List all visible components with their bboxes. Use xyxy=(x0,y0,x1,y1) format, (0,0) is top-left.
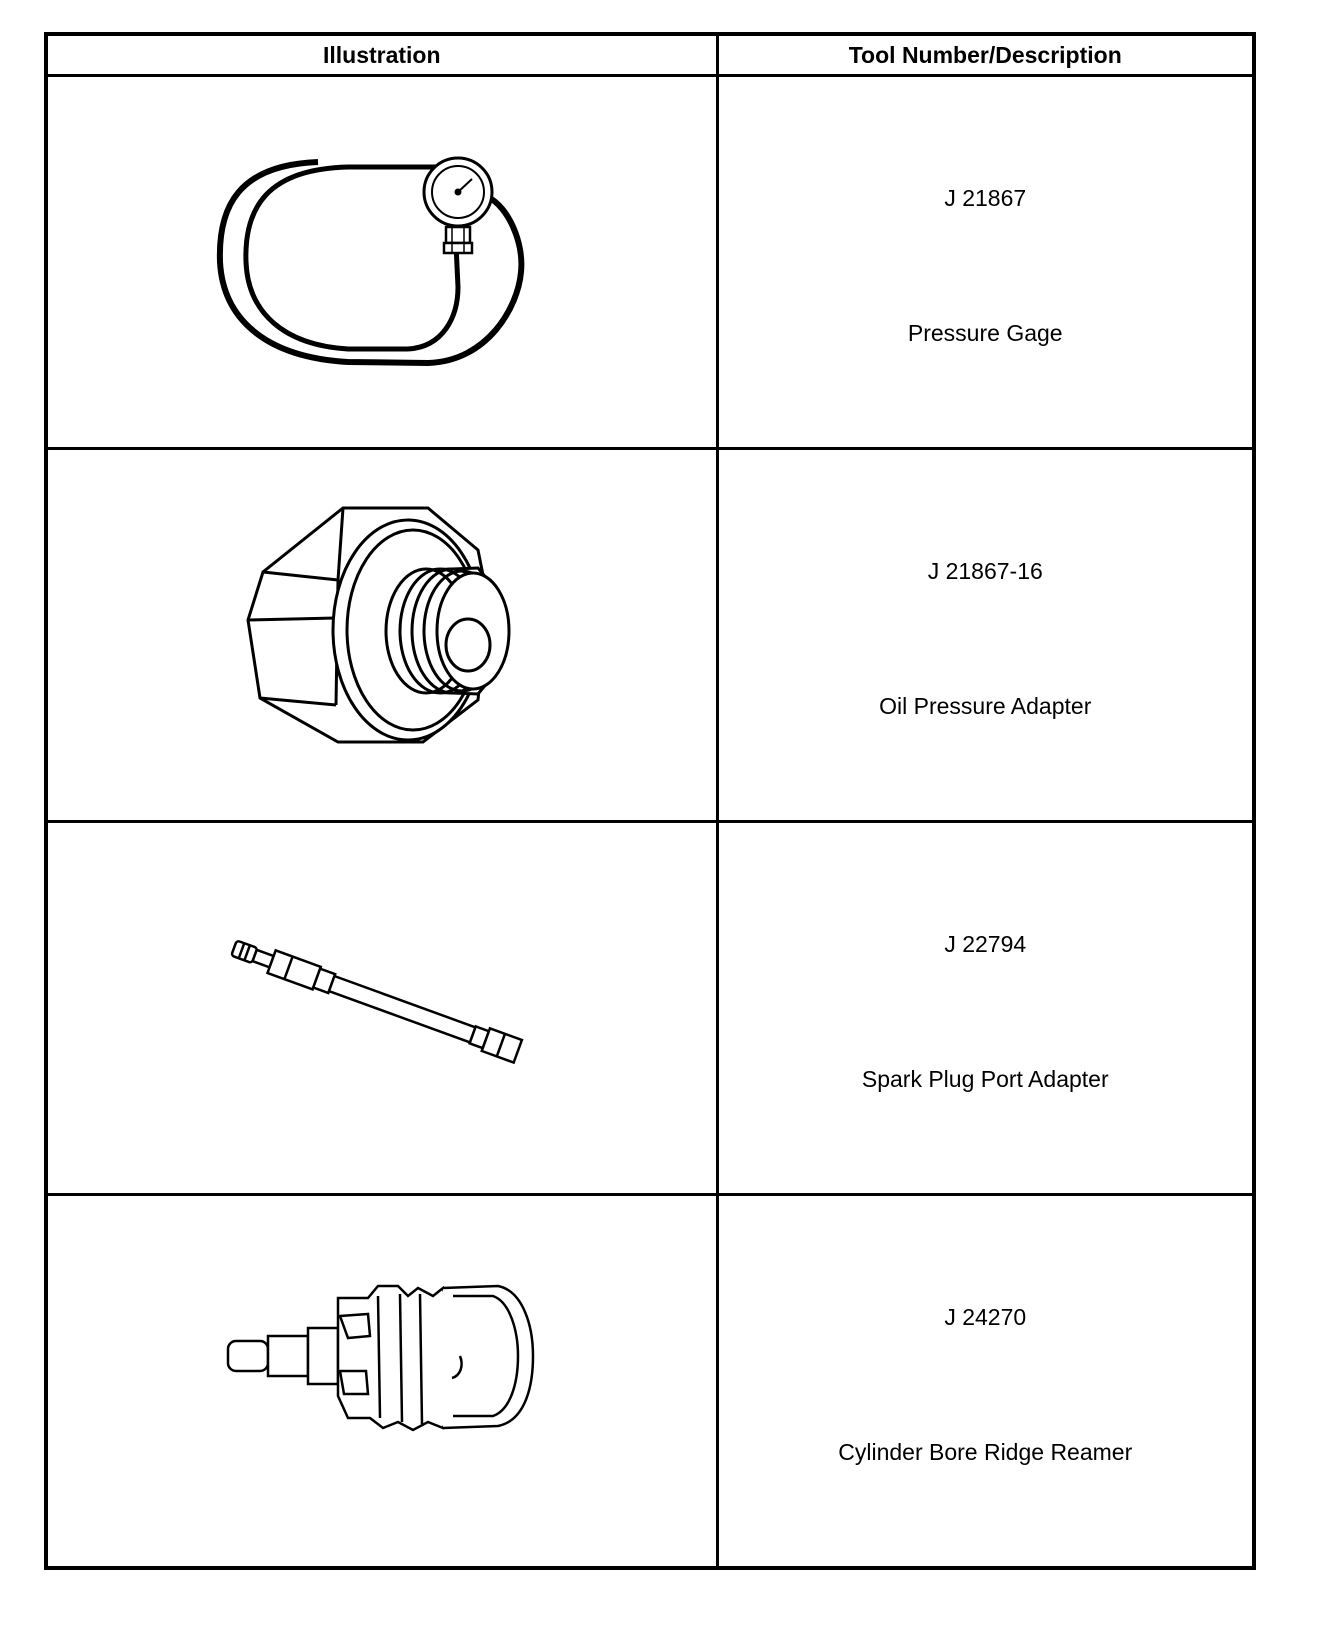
table-header-row: Illustration Tool Number/Description xyxy=(44,32,1256,77)
header-illustration: Illustration xyxy=(44,32,719,77)
description-cell: J 21867-16 Oil Pressure Adapter xyxy=(715,447,1256,823)
table-row: J 21867-16 Oil Pressure Adapter xyxy=(44,447,1256,823)
cylinder-bore-ridge-reamer-icon xyxy=(226,1284,535,1432)
special-tools-table: Illustration Tool Number/Description xyxy=(44,32,1256,1570)
oil-pressure-adapter-icon xyxy=(246,506,511,744)
spark-plug-port-adapter-icon xyxy=(230,940,524,1065)
tool-number: J 24270 xyxy=(944,1304,1027,1330)
table-row: J 22794 Spark Plug Port Adapter xyxy=(44,820,1256,1196)
tool-description: Cylinder Bore Ridge Reamer xyxy=(838,1439,1133,1465)
tool-description: Spark Plug Port Adapter xyxy=(861,1066,1109,1092)
illustration-cell xyxy=(44,447,719,823)
illustration-cell xyxy=(44,1193,719,1570)
tool-number: J 21867-16 xyxy=(927,558,1043,584)
tool-number: J 21867 xyxy=(944,185,1027,211)
pressure-gage-icon xyxy=(216,156,525,367)
description-cell: J 22794 Spark Plug Port Adapter xyxy=(715,820,1256,1196)
description-cell: J 24270 Cylinder Bore Ridge Reamer xyxy=(715,1193,1256,1570)
description-cell: J 21867 Pressure Gage xyxy=(715,74,1256,450)
illustration-cell xyxy=(44,74,719,450)
table-row: J 21867 Pressure Gage xyxy=(44,74,1256,450)
header-tool-number-description: Tool Number/Description xyxy=(715,32,1256,77)
illustration-cell xyxy=(44,820,719,1196)
tool-description: Pressure Gage xyxy=(907,320,1063,346)
tool-description: Oil Pressure Adapter xyxy=(879,693,1092,719)
table-row: J 24270 Cylinder Bore Ridge Reamer xyxy=(44,1193,1256,1570)
tool-number: J 22794 xyxy=(944,931,1027,957)
